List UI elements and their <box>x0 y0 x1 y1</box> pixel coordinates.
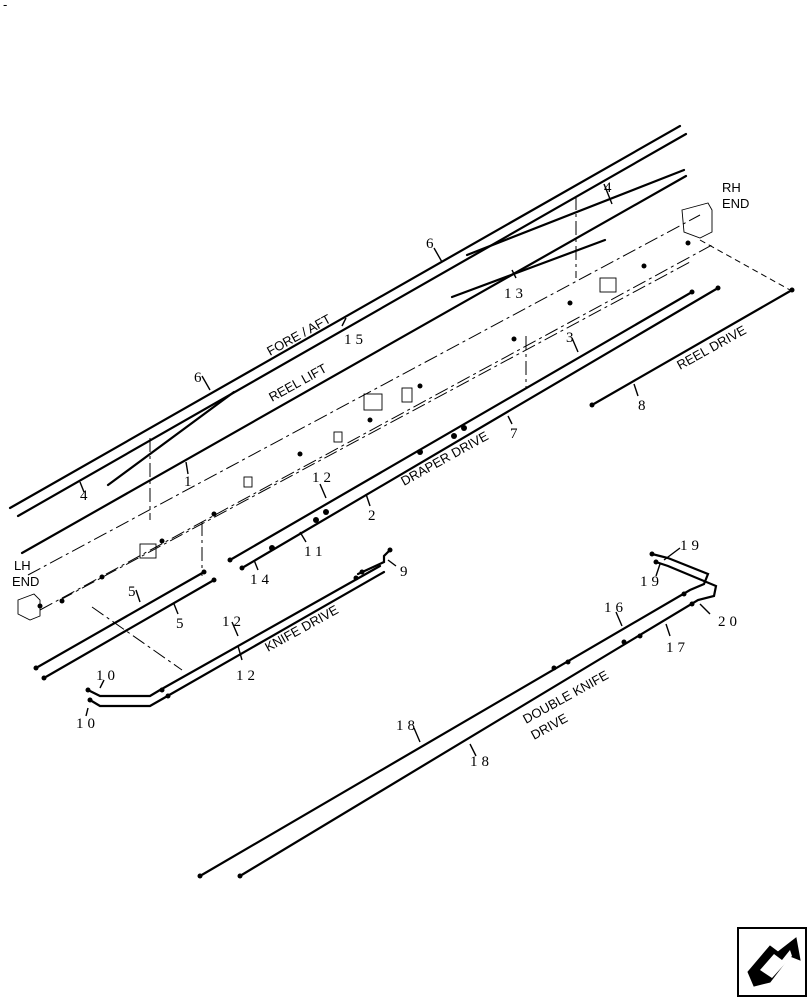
line-12-upper <box>86 564 382 698</box>
line-9 <box>356 548 392 576</box>
rh-end-label-line1: RH <box>722 180 741 195</box>
fore-aft-label: FORE / AFT <box>264 311 333 358</box>
fore-aft-lines <box>8 124 688 518</box>
callout-15: 15 <box>344 332 367 348</box>
callout-10-upper: 10 <box>96 668 119 684</box>
callout-2: 2 <box>368 508 380 524</box>
callout-5-lower: 5 <box>176 616 188 632</box>
line-5-group <box>33 569 217 681</box>
callout-9: 9 <box>400 564 412 580</box>
callout-19-upper: 19 <box>680 538 703 554</box>
callout-3: 3 <box>566 330 578 346</box>
bracket-lh <box>139 543 157 559</box>
line-17-18-lower <box>238 560 718 878</box>
line-12-lower <box>88 570 386 708</box>
callout-11: 11 <box>304 544 326 560</box>
bracket-center <box>363 393 383 411</box>
line-9-group <box>356 547 393 576</box>
callout-18-lower: 18 <box>470 754 493 770</box>
callout-14: 14 <box>250 572 273 588</box>
callout-13: 13 <box>504 286 527 302</box>
reel-lift-label: REEL LIFT <box>266 361 329 405</box>
callout-1: 1 <box>184 474 196 490</box>
draper-drive-label: DRAPER DRIVE <box>398 428 491 489</box>
double-knife-drive-lines <box>197 551 718 879</box>
corner-mark: - <box>3 0 7 12</box>
draper-drive-lines <box>227 285 721 571</box>
line-16-18-upper <box>198 552 710 878</box>
line-5-lower <box>42 578 216 680</box>
callout-10-lower: 10 <box>76 716 99 732</box>
line-8-reel-drive <box>590 288 794 407</box>
bracket-rh <box>599 277 617 293</box>
callout-6-left: 6 <box>194 370 206 386</box>
reel-drive-label: REEL DRIVE <box>674 322 749 373</box>
callout-5-upper: 5 <box>128 584 140 600</box>
line-5-upper <box>34 570 206 670</box>
callout-6-top: 6 <box>426 236 438 252</box>
line-4-fore-aft <box>16 132 688 518</box>
callout-16: 16 <box>604 600 627 616</box>
line-6-short <box>106 390 236 487</box>
header-beam <box>17 196 791 671</box>
callout-20: 20 <box>718 614 741 630</box>
knife-drive-lines <box>85 564 386 708</box>
callout-18-upper: 18 <box>396 718 419 734</box>
callout-7: 7 <box>510 426 522 442</box>
reel-lift-lines <box>20 174 688 555</box>
rh-end-label-line2: END <box>722 196 749 211</box>
callout-4-left: 4 <box>80 488 92 504</box>
callout-19-lower: 19 <box>640 574 663 590</box>
line-3 <box>228 290 694 562</box>
callout-4-top: 4 <box>604 180 616 196</box>
reel-drive-lines <box>589 287 795 408</box>
lh-end-label-line1: LH <box>14 558 31 573</box>
rh-end-plate <box>681 202 713 239</box>
lh-end-label-line2: END <box>12 574 39 589</box>
line-4-short <box>465 168 686 257</box>
line-6-fore-aft <box>8 124 682 510</box>
line-7 <box>240 286 720 570</box>
lh-end-plate <box>17 593 41 621</box>
callout-8: 8 <box>638 398 650 414</box>
callout-12-lower: 12 <box>236 668 259 684</box>
callout-12-mid: 12 <box>222 614 245 630</box>
callout-17: 17 <box>666 640 689 656</box>
callout-12-upper: 12 <box>312 470 335 486</box>
line-1-reel-lift <box>20 174 688 555</box>
next-page-arrow-icon[interactable] <box>737 927 807 997</box>
line-13 <box>450 238 607 299</box>
leader-lines <box>79 183 711 757</box>
